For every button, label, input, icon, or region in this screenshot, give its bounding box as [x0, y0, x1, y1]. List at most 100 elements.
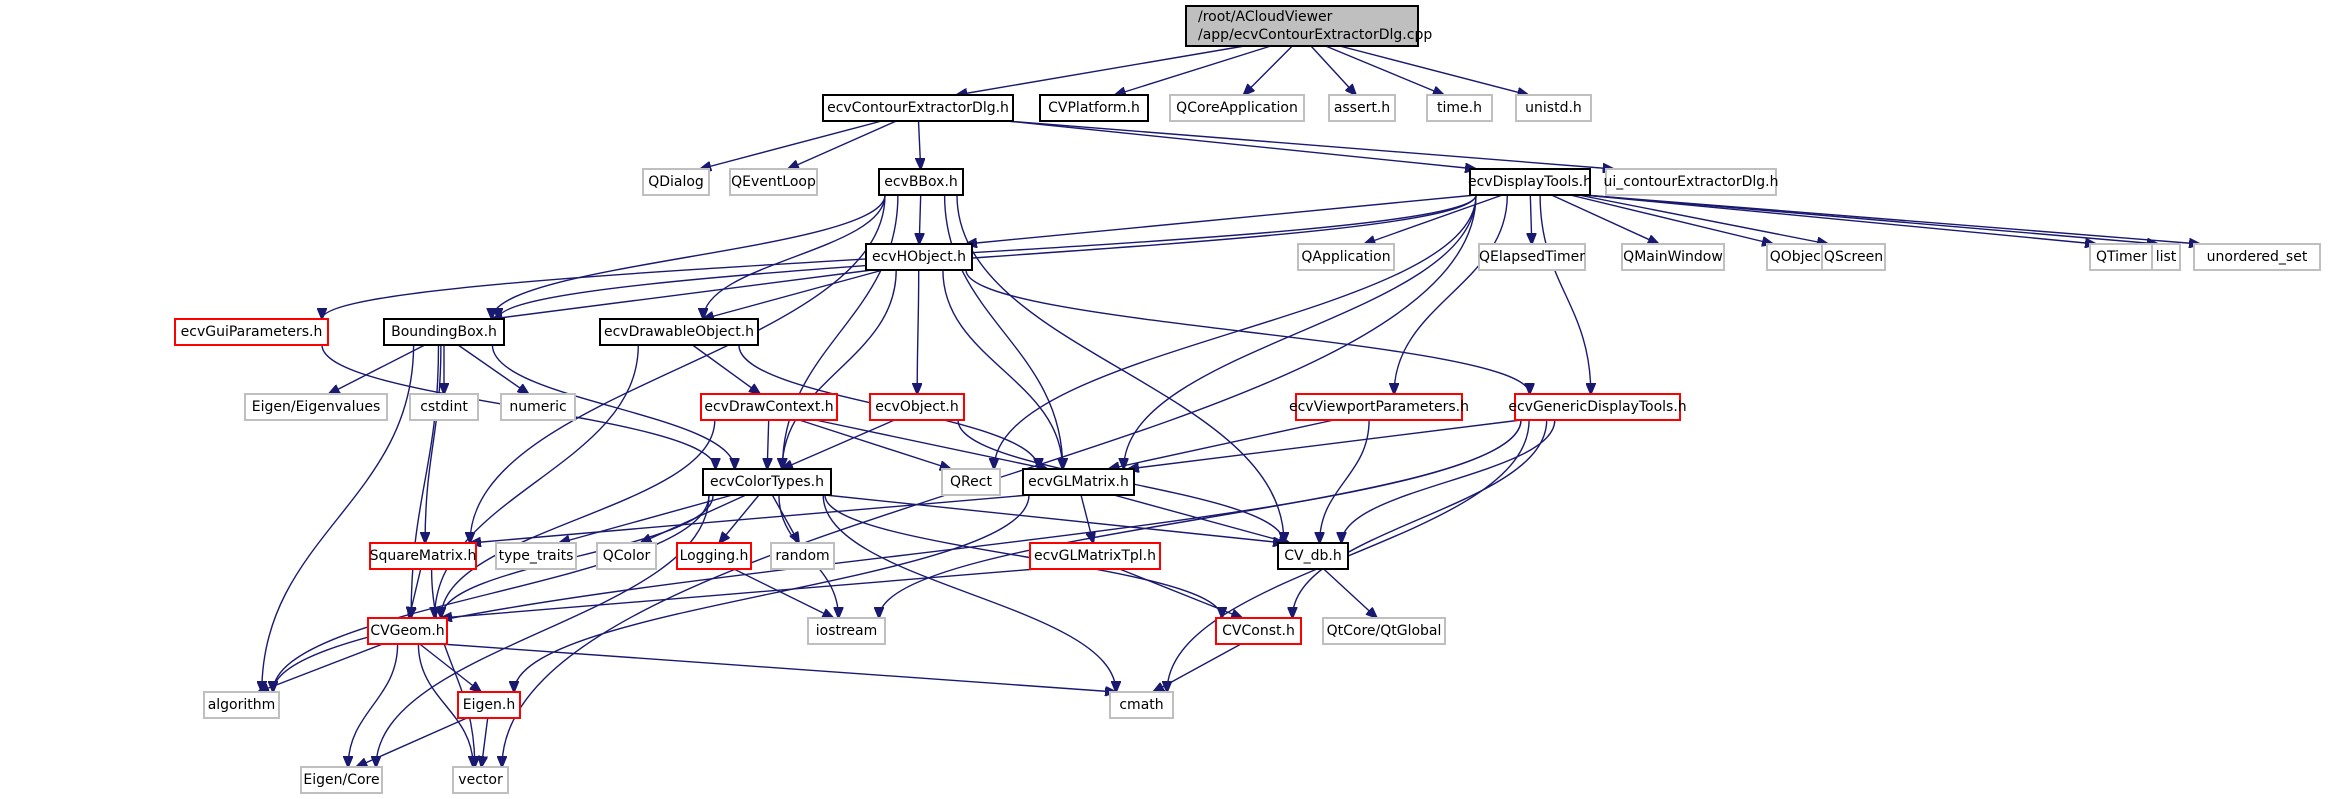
edge-bounding-box-to-ecv-color-types: [491, 344, 734, 469]
edge-ecv-bbox-to-ecv-drawable-object: [703, 194, 886, 319]
node-iostream: iostream: [807, 617, 886, 645]
edge-bounding-box-to-eigenvalues: [329, 344, 426, 394]
edge-ecv-color-types-to-type-traits: [559, 494, 733, 543]
node-root[interactable]: /root/ACloudViewer/app/ecvContourExtract…: [1185, 5, 1432, 47]
node-eigen[interactable]: Eigen.h: [457, 691, 521, 719]
node-label: unordered_set: [2207, 249, 2308, 265]
edge-ecv-contour-extractor-dlg-to-qdialog: [700, 120, 882, 169]
node-box: [1328, 94, 1396, 122]
node-qcolor: QColor: [596, 542, 657, 570]
node-label: ecvDisplayTools.h: [1468, 174, 1592, 190]
edge-cvgeom-to-eigen-core: [348, 643, 399, 767]
node-ecv-drawable-object[interactable]: ecvDrawableObject.h: [599, 318, 759, 346]
edge-root-to-ecv-contour-extractor-dlg: [956, 45, 1245, 95]
node-ecv-generic-display-tools[interactable]: ecvGenericDisplayTools.h: [1508, 393, 1687, 421]
edge-ecv-display-tools-to-qmain-window: [1551, 194, 1659, 244]
node-cmath: cmath: [1109, 691, 1174, 719]
edge-ecv-generic-display-tools-to-ecv-glmatrix: [1128, 419, 1522, 469]
node-numeric: numeric: [500, 393, 576, 421]
edge-cvgeom-to-algorithm: [258, 643, 383, 692]
node-label: ecvViewportParameters.h: [1289, 399, 1469, 415]
node-box: [1322, 617, 1446, 645]
node-ecv-object[interactable]: ecvObject.h: [869, 393, 965, 421]
node-label: ecvHObject.h: [872, 249, 966, 265]
edge-ecv-bbox-to-ecv-hobject: [919, 194, 921, 244]
node-ecv-hobject[interactable]: ecvHObject.h: [865, 243, 973, 271]
node-cv-db[interactable]: CV_db.h: [1277, 542, 1349, 570]
node-cvconst[interactable]: CVConst.h: [1215, 617, 1302, 645]
node-box: [878, 168, 964, 196]
node-box: [1426, 94, 1493, 122]
node-label: cmath: [1119, 697, 1163, 713]
node-ecv-viewport-parameters[interactable]: ecvViewportParameters.h: [1289, 393, 1469, 421]
node-box: [807, 617, 886, 645]
node-box: [702, 468, 832, 496]
node-ecv-draw-context[interactable]: ecvDrawContext.h: [700, 393, 838, 421]
node-box: [1277, 542, 1349, 570]
node-label: QTimer: [2096, 249, 2147, 265]
node-label: QElapsedTimer: [1479, 249, 1585, 265]
node-box: [1022, 468, 1135, 496]
edge-cvgeom-to-eigen: [419, 643, 481, 692]
node-cvplatform[interactable]: CVPlatform.h: [1039, 94, 1149, 122]
node-box: [244, 393, 388, 421]
node-box: [599, 318, 759, 346]
node-box: [700, 393, 838, 421]
node-ecv-bbox[interactable]: ecvBBox.h: [878, 168, 964, 196]
edge-ecv-display-tools-to-qrect: [994, 194, 1477, 469]
edge-ecv-display-tools-to-ecv-viewport-parameters: [1394, 194, 1508, 394]
node-label: QCoreApplication: [1176, 100, 1298, 116]
node-box: [1297, 243, 1395, 271]
node-box: [1215, 617, 1302, 645]
node-cvgeom[interactable]: CVGeom.h: [367, 617, 448, 645]
edge-ecv-contour-extractor-dlg-to-qevent-loop: [788, 120, 897, 169]
edge-ecv-viewport-parameters-to-cv-db: [1320, 419, 1370, 543]
node-algorithm: algorithm: [203, 691, 280, 719]
edge-bounding-box-to-numeric: [457, 344, 528, 394]
node-label: Eigen/Core: [303, 772, 379, 788]
node-label: cstdint: [420, 399, 468, 415]
edge-ecv-display-tools-to-qapplication: [1364, 194, 1503, 244]
node-ecv-glmatrix[interactable]: ecvGLMatrix.h: [1022, 468, 1135, 496]
edge-ecv-display-tools-to-ecv-generic-display-tools: [1539, 194, 1591, 394]
node-ecv-display-tools[interactable]: ecvDisplayTools.h: [1468, 168, 1592, 196]
node-box: [1514, 393, 1681, 421]
edge-ecv-display-tools-to-qobject: [1570, 194, 1773, 244]
node-label: QColor: [603, 548, 651, 564]
node-ecv-contour-extractor-dlg[interactable]: ecvContourExtractorDlg.h: [822, 94, 1014, 122]
node-qapplication: QApplication: [1297, 243, 1395, 271]
node-box: [203, 691, 280, 719]
edge-ecv-color-types-to-cmath: [822, 494, 1116, 692]
node-ecv-gui-parameters[interactable]: ecvGuiParameters.h: [174, 318, 329, 346]
node-label: QDialog: [648, 174, 704, 190]
node-label: ecvColorTypes.h: [710, 474, 824, 490]
node-ecv-glmatrix-tpl[interactable]: ecvGLMatrixTpl.h: [1029, 542, 1161, 570]
node-box: [770, 542, 835, 570]
node-logging[interactable]: Logging.h: [676, 542, 752, 570]
node-label: QObject: [1770, 249, 1827, 265]
node-box: [457, 691, 521, 719]
node-bounding-box[interactable]: BoundingBox.h: [383, 318, 505, 346]
node-label: QEventLoop: [731, 174, 816, 190]
node-box: [1039, 94, 1149, 122]
node-label: ecvGLMatrix.h: [1028, 474, 1129, 490]
node-box: [409, 393, 479, 421]
node-label: CVPlatform.h: [1048, 100, 1140, 116]
node-ecv-color-types[interactable]: ecvColorTypes.h: [702, 468, 832, 496]
node-unistd: unistd.h: [1515, 94, 1592, 122]
node-time: time.h: [1426, 94, 1493, 122]
edge-ecv-display-tools-to-qelapsed-timer: [1530, 194, 1532, 244]
edge-square-matrix-to-cvgeom: [409, 568, 422, 618]
node-box: [174, 318, 329, 346]
node-label: ecvDrawableObject.h: [604, 324, 754, 340]
edge-logging-to-iostream: [733, 568, 833, 618]
edge-ecv-hobject-to-bounding-box: [492, 269, 873, 319]
node-qelapsed-timer: QElapsedTimer: [1478, 243, 1586, 271]
edge-ecv-hobject-to-ecv-glmatrix: [942, 269, 1063, 469]
edge-ecv-display-tools-to-unordered-set: [1583, 194, 2200, 244]
node-label: Logging.h: [680, 548, 749, 564]
node-square-matrix[interactable]: SquareMatrix.h: [369, 542, 477, 570]
edge-ecv-hobject-to-ecv-generic-display-tools: [965, 269, 1530, 394]
node-label: QScreen: [1824, 249, 1883, 265]
